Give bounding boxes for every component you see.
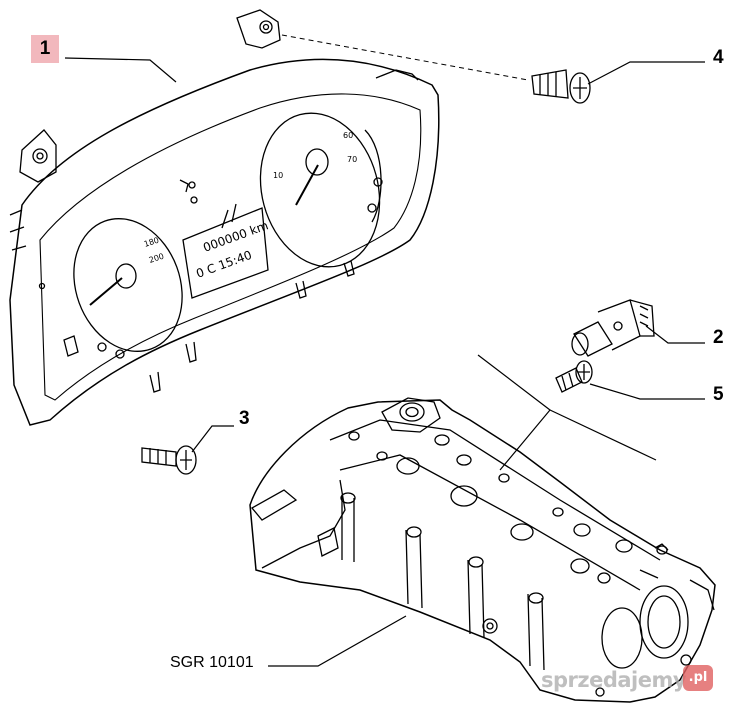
callout-3-label: 3 (239, 408, 250, 429)
cluster-scale-labels: 180 200 10 60 70 (143, 131, 357, 265)
screw-part-4 (531, 69, 591, 104)
rpm-label-10: 10 (273, 171, 283, 180)
watermark-suffix: .pl (683, 665, 713, 691)
cluster-display-text: 000000 km 0 C 15:40 (194, 218, 270, 281)
rpm-label-60: 60 (343, 131, 353, 140)
speed-label-180: 180 (143, 236, 160, 249)
leader-4 (587, 61, 705, 85)
assembly-dash-line (281, 34, 529, 81)
odometer-readout: 000000 km (201, 218, 270, 255)
reference-code: SGR 10101 (170, 654, 254, 671)
watermark-logo: sprzedajemy (541, 668, 687, 692)
rpm-label-70: 70 (347, 155, 357, 164)
leader-3 (191, 425, 234, 453)
leader-lines (64, 57, 705, 667)
screw-part-3 (141, 445, 197, 475)
callout-1-label: 1 (31, 35, 59, 63)
leader-section-a (477, 354, 551, 471)
callout-4-label: 4 (713, 47, 724, 68)
sensor-part-2 (571, 299, 655, 357)
dashboard-support-bracket (249, 397, 716, 703)
temperature-clock-readout: 0 C 15:40 (194, 248, 254, 281)
callout-2-label: 2 (713, 327, 724, 348)
leader-section-b (549, 409, 657, 461)
leader-1 (64, 57, 177, 83)
instrument-cluster (9, 9, 440, 426)
leader-2 (645, 325, 705, 344)
screw-part-5 (555, 360, 593, 393)
leader-ref (268, 615, 407, 667)
callout-5-label: 5 (713, 384, 724, 405)
leader-5 (589, 383, 705, 400)
speed-label-200: 200 (148, 252, 165, 265)
